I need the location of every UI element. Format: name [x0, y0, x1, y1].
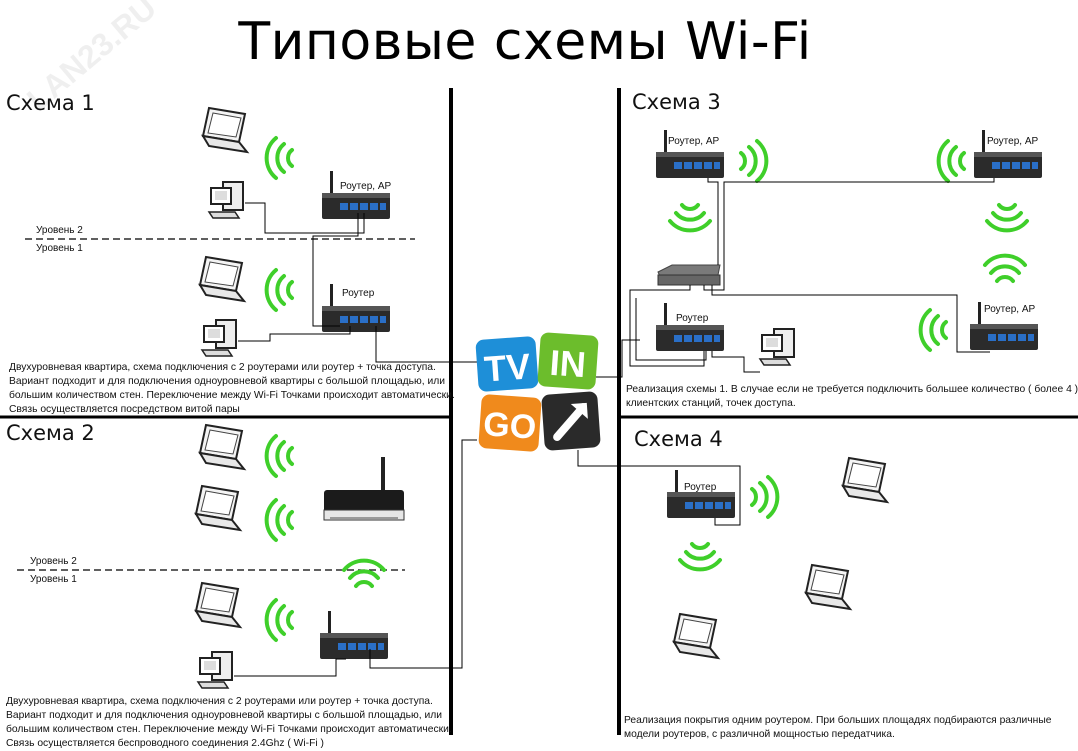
description-line: Двухуровневая квартира, схема подключени… — [9, 362, 436, 373]
description-line: Двухуровневая квартира, схема подключени… — [6, 696, 433, 707]
description-line: Вариант подходит и для подключения одноу… — [6, 710, 443, 721]
s3-ap-label-3: Роутер, AP — [984, 304, 1036, 315]
s1-level-upper: Уровень 2 — [36, 225, 83, 236]
s3-cable-logo-link — [596, 339, 640, 378]
s2-laptop-2 — [195, 485, 241, 531]
s4-laptop-1 — [842, 457, 888, 503]
s3-ap-label-2: Роутер, AP — [987, 136, 1039, 147]
s2-wifi-3 — [264, 598, 294, 642]
s3-wifi-3-up — [983, 253, 1027, 283]
scheme-1-description: Двухуровневая квартира, схема подключени… — [9, 361, 455, 417]
s3-wifi-1-right — [739, 139, 769, 183]
s1-cable-pc-ap — [245, 202, 365, 234]
s2-wireless-ap — [323, 457, 405, 521]
s3-cable-router-logo — [635, 298, 707, 361]
description-line: Вариант подходит и для подключения одноу… — [9, 376, 446, 387]
logo-tv-tile — [475, 336, 539, 392]
description-line: клиентских станций, точек доступа. — [626, 398, 796, 409]
s2-level-upper: Уровень 2 — [30, 556, 77, 567]
description-line: модели роутеров, с различной мощностью п… — [624, 729, 895, 740]
s1-ap-router — [322, 171, 390, 219]
scheme-2-heading: Схема 2 — [6, 421, 95, 445]
s2-main-router — [320, 611, 388, 659]
s4-wifi-down — [678, 542, 722, 572]
s2-cable-pc-router — [234, 658, 346, 677]
description-line: большим количеством стен. Переключение м… — [6, 724, 452, 735]
s2-laptop-3 — [195, 582, 241, 628]
s2-pc — [197, 651, 233, 689]
s1-laptop-upper — [202, 107, 248, 153]
scheme-4-heading: Схема 4 — [634, 427, 723, 451]
page-title: Типовые схемы Wi-Fi — [238, 12, 812, 72]
description-line: Связь осуществляется посредством витой п… — [9, 404, 240, 415]
s1-cable-ap-router — [312, 213, 359, 327]
s4-laptop-3 — [673, 613, 719, 659]
s2-wifi-2 — [264, 498, 294, 542]
scheme-3-description: Реализация схемы 1. В случае если не тре… — [626, 383, 1078, 411]
logo-tv-text: TV — [483, 345, 532, 389]
s4-cable-logo-router — [577, 450, 741, 526]
s4-router-label: Роутер — [684, 482, 717, 493]
logo-in-tile — [537, 332, 599, 390]
s1-cable-router-logo — [375, 326, 477, 363]
s1-wifi-upper — [264, 136, 294, 180]
description-line: Связь осуществляется беспроводного соеди… — [6, 738, 324, 749]
description-line: Реализация покрытия одним роутером. При … — [624, 715, 1052, 726]
s3-cable-switch-router — [629, 285, 705, 367]
description-line: Реализация схемы 1. В случае если не тре… — [626, 384, 1078, 395]
scheme-2-description: Двухуровневая квартира, схема подключени… — [6, 695, 452, 751]
s3-network-switch — [657, 264, 721, 286]
logo-arrow-icon — [553, 402, 588, 442]
s3-cable-switch-ap1 — [707, 178, 719, 265]
s2-wifi-1 — [264, 434, 294, 478]
s1-pc-upper — [208, 181, 244, 219]
s1-pc-lower — [201, 319, 237, 357]
scheme-4-description: Реализация покрытия одним роутером. При … — [624, 714, 1051, 742]
s1-router-label: Роутер — [342, 288, 375, 299]
s3-cable-switch-ap3 — [711, 285, 990, 353]
logo-go-text: GO — [482, 405, 537, 447]
s2-laptop-1 — [199, 424, 245, 470]
s3-cable-router-pc — [711, 351, 760, 373]
s3-wifi-3-left — [918, 308, 948, 352]
s1-wifi-lower — [264, 268, 294, 312]
s1-level-lower: Уровень 1 — [36, 243, 83, 254]
logo-in-text: IN — [548, 342, 587, 385]
s1-ap-label: Роутер, AP — [340, 181, 392, 192]
s4-laptop-2 — [805, 564, 851, 610]
s3-wifi-2-left — [936, 139, 966, 183]
description-line: большим количеством стен. Переключение м… — [9, 390, 455, 401]
s3-main-router — [656, 303, 724, 351]
s3-cable-switch-ap2 — [703, 178, 995, 291]
s3-wifi-2-down — [985, 203, 1029, 233]
s3-pc — [759, 328, 795, 366]
scheme-3-heading: Схема 3 — [632, 90, 721, 114]
s4-main-router — [667, 470, 735, 518]
s3-router-label: Роутер — [676, 313, 709, 324]
s1-laptop-lower — [199, 256, 245, 302]
s2-wifi-ap-down — [342, 558, 386, 588]
s2-level-lower: Уровень 1 — [30, 574, 77, 585]
tvingo-logo: TV IN GO — [475, 332, 601, 452]
logo-go-tile — [478, 394, 542, 452]
s2-cable-router-logo — [369, 439, 477, 669]
s3-ap-label-1: Роутер, AP — [668, 136, 720, 147]
s3-wifi-1-down — [668, 203, 712, 233]
scheme-1-heading: Схема 1 — [6, 91, 95, 115]
s1-cable-pc-router — [238, 326, 351, 342]
s4-wifi-right — [750, 475, 780, 519]
